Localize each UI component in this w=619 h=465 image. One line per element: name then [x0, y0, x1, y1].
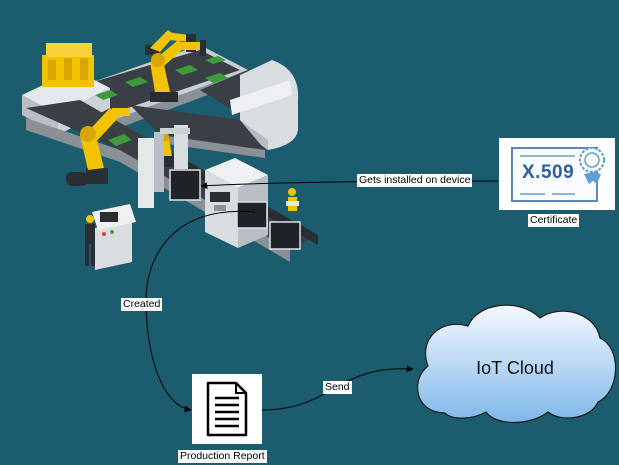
worker-right: [286, 188, 299, 211]
production-report-label: Production Report: [178, 450, 267, 463]
certificate-badge-text: X.509: [522, 162, 575, 183]
document-icon: [206, 381, 248, 437]
edge-label-created: Created: [121, 298, 163, 311]
factory-illustration: [22, 30, 318, 270]
worker-left: [85, 215, 95, 266]
edge-label-installed: Gets installed on device: [357, 174, 473, 187]
devices: [169, 169, 301, 250]
right-machine: [200, 60, 299, 150]
seal-icon: [579, 147, 605, 184]
edge-send-line: [261, 365, 414, 411]
production-report-node: [192, 374, 262, 444]
operator-station: [92, 204, 136, 270]
circuit-boards: [95, 56, 228, 155]
control-cabinet: [205, 158, 268, 248]
certificate-node: [499, 138, 615, 210]
cloud-label: IoT Cloud: [476, 358, 554, 378]
cloud-shape: [416, 304, 617, 423]
certificate-label: Certificate: [528, 214, 580, 227]
robot-arm-top: [150, 40, 206, 102]
gantry: [138, 125, 190, 208]
edge-label-send: Send: [323, 381, 352, 394]
robot-arm-left: [66, 108, 130, 186]
